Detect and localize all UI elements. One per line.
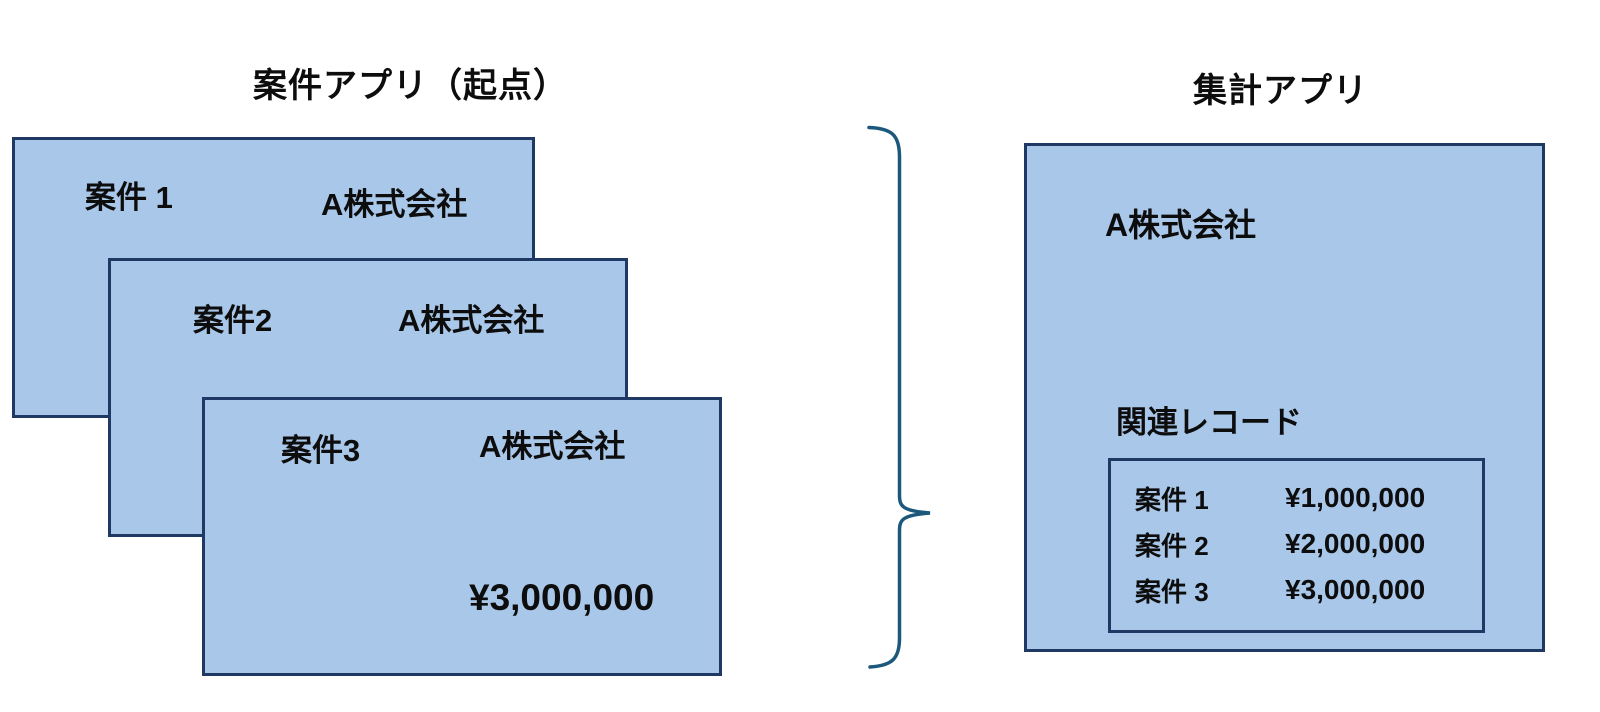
related-records-table: 案件 1 ¥1,000,000 案件 2 ¥2,000,000 案件 3 ¥3,…: [1108, 458, 1485, 633]
summary-company: A株式会社: [1105, 207, 1257, 243]
table-row: 案件 1 ¥1,000,000: [1111, 475, 1482, 521]
record-label: 案件2: [193, 303, 273, 338]
row-amount: ¥2,000,000: [1285, 528, 1426, 559]
source-app-title: 案件アプリ（起点）: [253, 67, 568, 105]
summary-app-title: 集計アプリ: [1193, 72, 1368, 110]
record-label: 案件3: [281, 433, 361, 468]
row-label: 案件 1: [1135, 484, 1209, 515]
row-label: 案件 3: [1135, 576, 1209, 607]
row-label: 案件 2: [1135, 530, 1209, 561]
row-amount: ¥3,000,000: [1285, 574, 1426, 605]
summary-app-card: A株式会社 関連レコード 案件 1 ¥1,000,000 案件 2 ¥2,000…: [1024, 143, 1545, 652]
record-amount: ¥3,000,000: [469, 577, 655, 618]
right-curly-brace-icon: [867, 125, 931, 669]
related-records-heading: 関連レコード: [1116, 405, 1302, 440]
source-record-card-3: 案件3 A株式会社 ¥3,000,000: [202, 397, 722, 676]
table-row: 案件 2 ¥2,000,000: [1111, 521, 1482, 567]
row-amount: ¥1,000,000: [1285, 482, 1426, 513]
record-company: A株式会社: [398, 303, 545, 338]
table-row: 案件 3 ¥3,000,000: [1111, 567, 1482, 613]
record-company: A株式会社: [479, 429, 626, 464]
record-company: A株式会社: [321, 187, 468, 222]
record-label: 案件 1: [85, 180, 173, 215]
